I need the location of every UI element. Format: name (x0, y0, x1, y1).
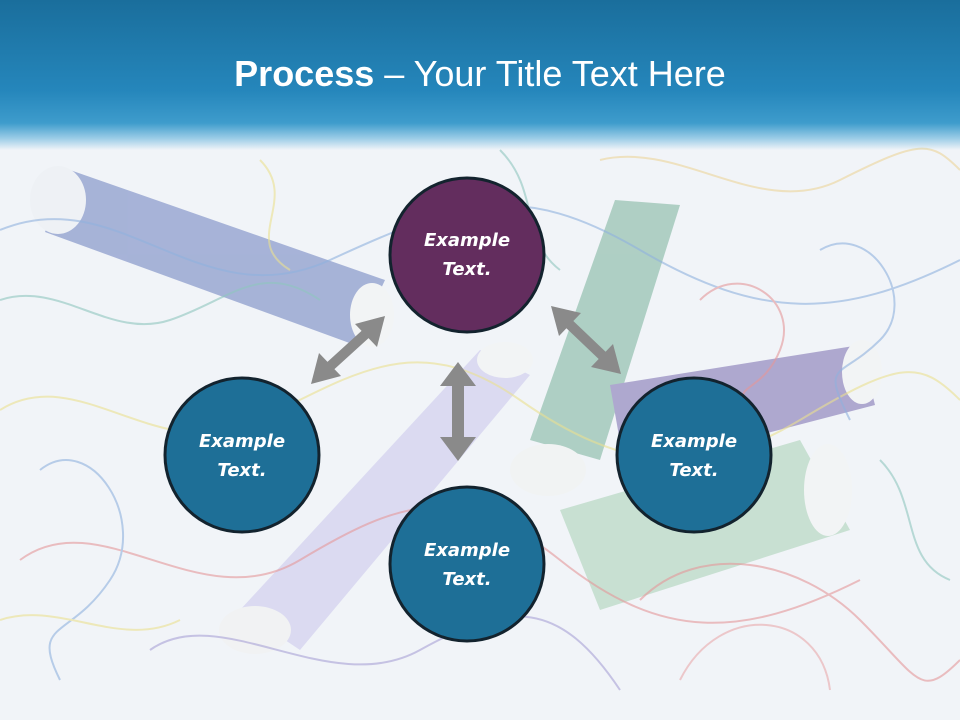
node-top[interactable]: Example Text. (388, 176, 546, 334)
node-bottom-line1: Example (424, 540, 510, 561)
arrow-top-left (311, 316, 385, 384)
title-bar (0, 0, 960, 150)
node-right-line2: Text. (669, 460, 718, 481)
arrow-top-right (551, 306, 621, 374)
node-right-line1: Example (651, 431, 737, 452)
title-rest: – Your Title Text Here (374, 53, 726, 94)
node-right[interactable]: Example Text. (615, 376, 773, 534)
arrow-vertical (440, 362, 476, 461)
node-top-line1: Example (424, 230, 510, 251)
node-left[interactable]: Example Text. (163, 376, 321, 534)
node-bottom[interactable]: Example Text. (388, 485, 546, 643)
node-top-line2: Text. (442, 259, 491, 280)
slide-title[interactable]: Process – Your Title Text Here (0, 52, 960, 96)
title-bold: Process (234, 53, 375, 94)
node-left-line2: Text. (217, 460, 266, 481)
node-bottom-line2: Text. (442, 569, 491, 590)
node-left-line1: Example (199, 431, 285, 452)
